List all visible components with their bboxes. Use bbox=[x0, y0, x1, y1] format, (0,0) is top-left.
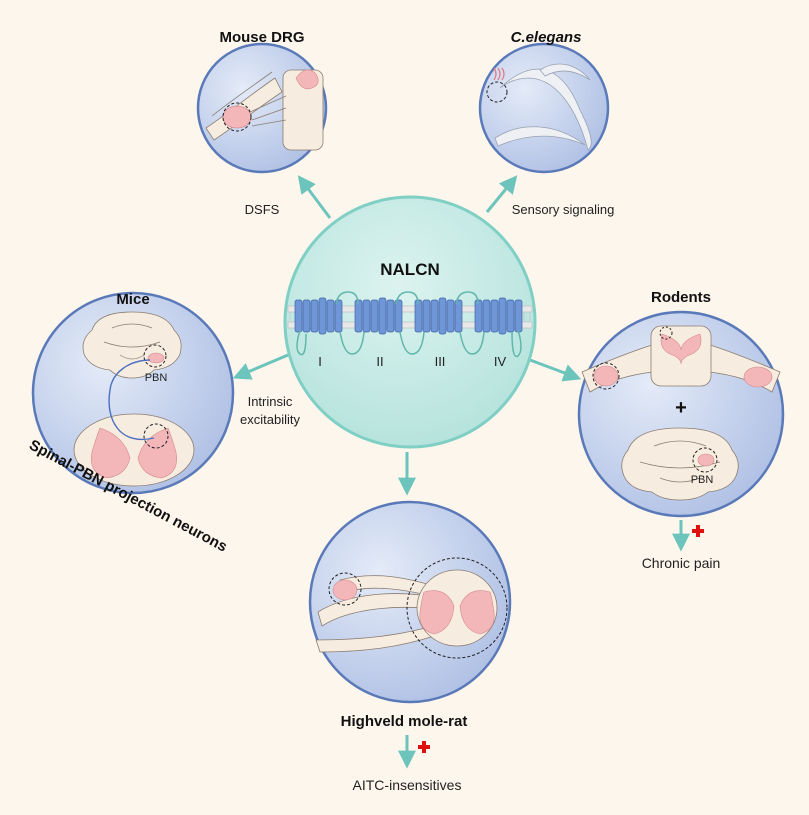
celegans-node: C.elegans Sensory signaling bbox=[478, 29, 615, 217]
mole-rat-title: Highveld mole-rat bbox=[341, 713, 468, 730]
arrow-to-mice bbox=[232, 353, 289, 380]
domain-label-i: I bbox=[318, 354, 322, 369]
rodents-red-plus-icon bbox=[692, 525, 704, 537]
helix-segment bbox=[318, 297, 327, 335]
helix-segment bbox=[362, 299, 371, 333]
helix-segment bbox=[430, 299, 439, 333]
rodents-spinal-illustration bbox=[581, 325, 781, 393]
helix-segment bbox=[514, 299, 523, 333]
helix-segment bbox=[422, 299, 431, 333]
domain-label-iii: III bbox=[435, 354, 446, 369]
aitc-label: AITC-insensitives bbox=[353, 777, 462, 793]
arrow-to-rodents bbox=[529, 358, 582, 382]
domain-label-iv: IV bbox=[494, 354, 507, 369]
helix-segment bbox=[498, 297, 507, 335]
helix-segment bbox=[414, 299, 423, 333]
rodents-title: Rodents bbox=[651, 289, 711, 306]
mole-rat-illustration bbox=[315, 557, 508, 659]
helix-segment bbox=[446, 299, 455, 333]
helix-segment bbox=[454, 299, 463, 333]
mice-pbn-label: PBN bbox=[145, 372, 168, 384]
rodents-node: + PBN Rodents Chronic pain bbox=[577, 289, 785, 571]
mouse-drg-node: Mouse DRG DSFS bbox=[196, 29, 328, 217]
channel-domains bbox=[294, 297, 523, 335]
channel-domain-iii bbox=[414, 297, 463, 335]
cell-membrane bbox=[287, 305, 533, 329]
helix-segment bbox=[326, 299, 335, 333]
nalcn-center-node: NALCN I II III IV bbox=[283, 195, 537, 449]
helix-segment bbox=[386, 299, 395, 333]
helix-segment bbox=[438, 297, 447, 335]
mice-node: PBN Mice Spinal-PBN projection neurons I… bbox=[26, 291, 300, 556]
chronic-pain-label: Chronic pain bbox=[642, 555, 721, 571]
celegans-title: C.elegans bbox=[511, 29, 582, 46]
channel-loops bbox=[296, 291, 522, 358]
domain-label-ii: II bbox=[376, 354, 383, 369]
helix-segment bbox=[482, 299, 491, 333]
nalcn-title: NALCN bbox=[380, 260, 440, 279]
helix-segment bbox=[370, 299, 379, 333]
excitability-label: excitability bbox=[240, 412, 300, 427]
channel-domain-i bbox=[294, 297, 343, 335]
helix-segment bbox=[506, 299, 515, 333]
helix-segment bbox=[490, 299, 499, 333]
mouse-drg-title: Mouse DRG bbox=[219, 29, 304, 46]
rodents-pbn-label: PBN bbox=[691, 474, 714, 486]
helix-segment bbox=[354, 299, 363, 333]
connection-arrows bbox=[232, 175, 690, 769]
helix-segment bbox=[294, 299, 303, 333]
channel-domain-ii bbox=[354, 297, 403, 335]
helix-segment bbox=[378, 297, 387, 335]
sensory-signaling-label: Sensory signaling bbox=[512, 202, 615, 217]
helix-segment bbox=[474, 299, 483, 333]
brainstem-illustration: PBN bbox=[82, 311, 182, 384]
dsfs-label: DSFS bbox=[245, 202, 280, 217]
helix-segment bbox=[302, 299, 311, 333]
rodents-brainstem-illustration: PBN bbox=[621, 427, 739, 501]
worm-illustration bbox=[486, 63, 592, 151]
helix-segment bbox=[310, 299, 319, 333]
rodents-plus: + bbox=[675, 397, 687, 419]
helix-segment bbox=[394, 299, 403, 333]
arrow-to-celegans bbox=[485, 175, 518, 213]
mole-rat-red-plus-icon bbox=[418, 741, 430, 753]
drg-illustration bbox=[205, 69, 324, 151]
mice-title: Mice bbox=[116, 291, 149, 308]
arrow-to-mouse-drg bbox=[297, 175, 332, 219]
channel-domain-iv bbox=[474, 297, 523, 335]
mole-rat-node: Highveld mole-rat AITC-insensitives bbox=[308, 500, 512, 793]
helix-segment bbox=[334, 299, 343, 333]
spinal-cord-illustration bbox=[73, 359, 195, 487]
intrinsic-label: Intrinsic bbox=[248, 394, 293, 409]
